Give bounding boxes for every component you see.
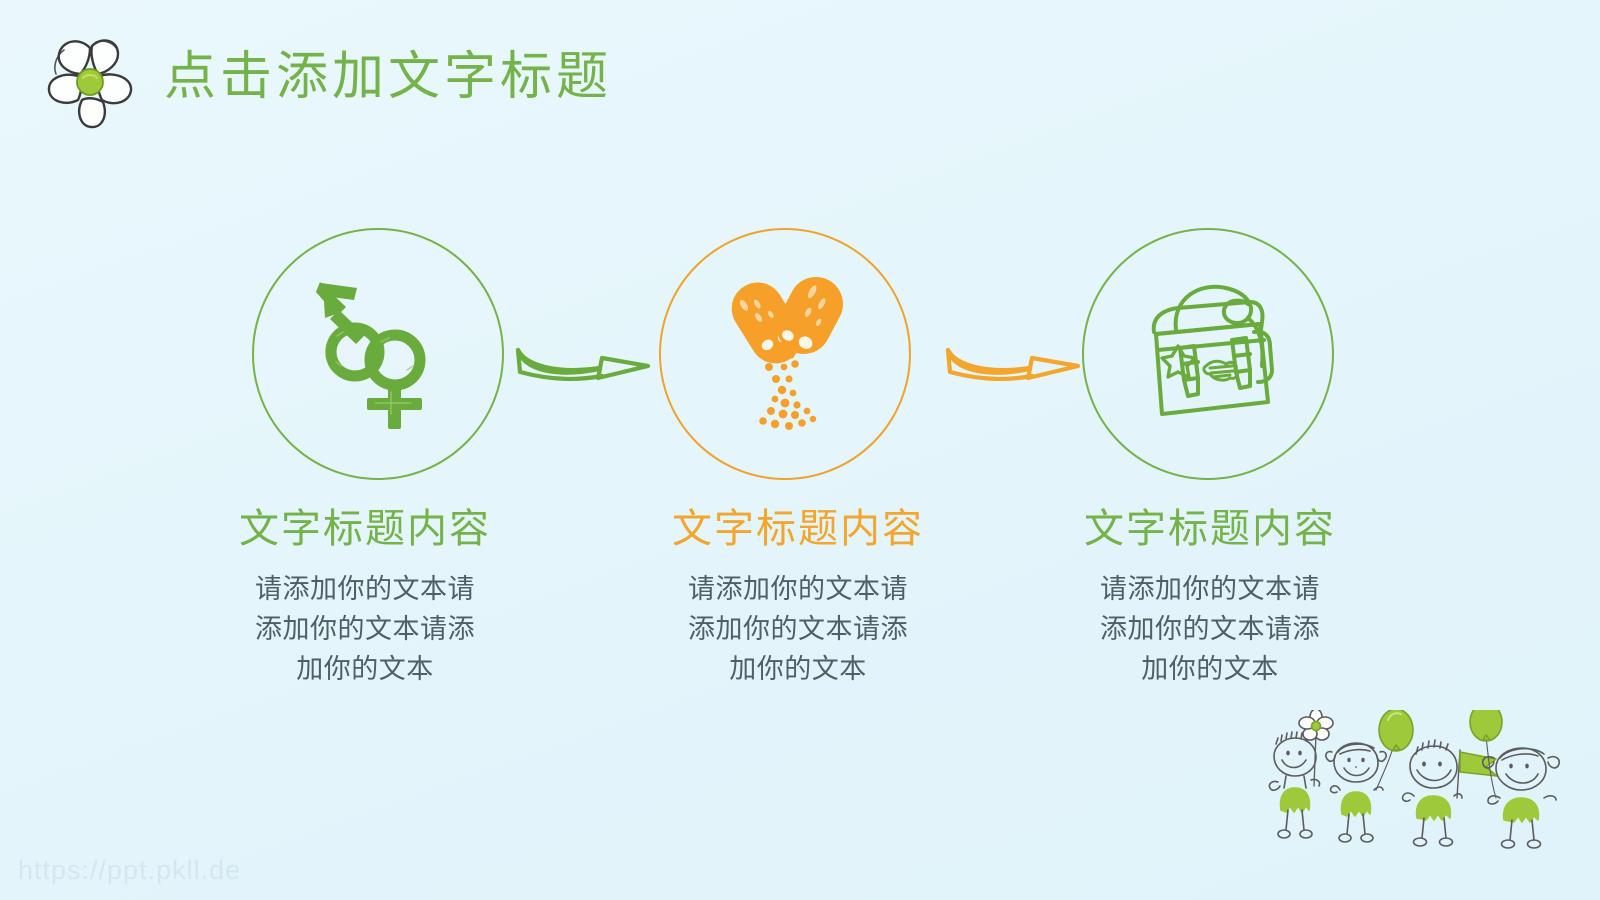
watermark: https://ppt.pkll.de (18, 855, 242, 885)
step-body-3-line-2: 添加你的文本请添 (1100, 613, 1320, 644)
step-body-2-line-2: 添加你的文本请添 (688, 613, 908, 644)
step-text-2: 文字标题内容 请添加你的文本请 添加你的文本请添 加你的文本 (638, 506, 958, 690)
step-text-1: 文字标题内容 请添加你的文本请 添加你的文本请添 加你的文本 (205, 506, 525, 690)
step-text-3: 文字标题内容 请添加你的文本请 添加你的文本请添 加你的文本 (1050, 506, 1370, 690)
step-body-2-line-1: 请添加你的文本请 (688, 574, 908, 604)
flower-center (76, 68, 104, 96)
steps-section (0, 228, 1600, 486)
kids-illustration (1268, 710, 1561, 849)
open-capsule-pill-icon (731, 276, 843, 430)
step-circle-1[interactable] (252, 228, 504, 480)
step-body-3: 请添加你的文本请 添加你的文本请添 加你的文本 (1050, 570, 1370, 690)
arrow-step-2-to-3 (945, 347, 1081, 382)
steps-circle-row (0, 228, 1600, 486)
step-body-1-line-1: 请添加你的文本请 (255, 574, 475, 604)
step-circle-2[interactable] (659, 228, 911, 480)
arrow-step-1-to-2 (515, 347, 651, 382)
flower-logo (47, 39, 133, 129)
pill-granules (759, 351, 817, 430)
step-heading-1: 文字标题内容 (239, 506, 491, 551)
step-body-3-line-3: 加你的文本 (1141, 653, 1279, 684)
kid-2 (1325, 710, 1414, 843)
steps-text-row: 文字标题内容 请添加你的文本请 添加你的文本请添 加你的文本 文字标题内容 请添… (0, 506, 1600, 716)
step-body-1-line-2: 添加你的文本请添 (255, 613, 475, 644)
step-body-1: 请添加你的文本请 添加你的文本请添 加你的文本 (205, 570, 525, 690)
step-heading-2: 文字标题内容 (672, 506, 924, 551)
kid-3 (1401, 739, 1498, 847)
star-badge-icon (1160, 344, 1197, 379)
step-circle-3[interactable] (1082, 228, 1334, 480)
school-satchel-icon (1151, 284, 1274, 416)
step-heading-3: 文字标题内容 (1084, 506, 1336, 551)
step-body-1-line-3: 加你的文本 (296, 653, 434, 684)
gender-symbols-icon (316, 282, 426, 429)
page-title: 点击添加文字标题 (164, 49, 613, 106)
slide-title-row: 点击添加文字标题 (38, 30, 612, 132)
step-body-2: 请添加你的文本请 添加你的文本请添 加你的文本 (638, 570, 958, 690)
step-body-2-line-3: 加你的文本 (729, 653, 867, 684)
step-body-3-line-1: 请添加你的文本请 (1100, 574, 1320, 604)
kid-4 (1469, 710, 1561, 849)
kid-1 (1268, 710, 1334, 839)
